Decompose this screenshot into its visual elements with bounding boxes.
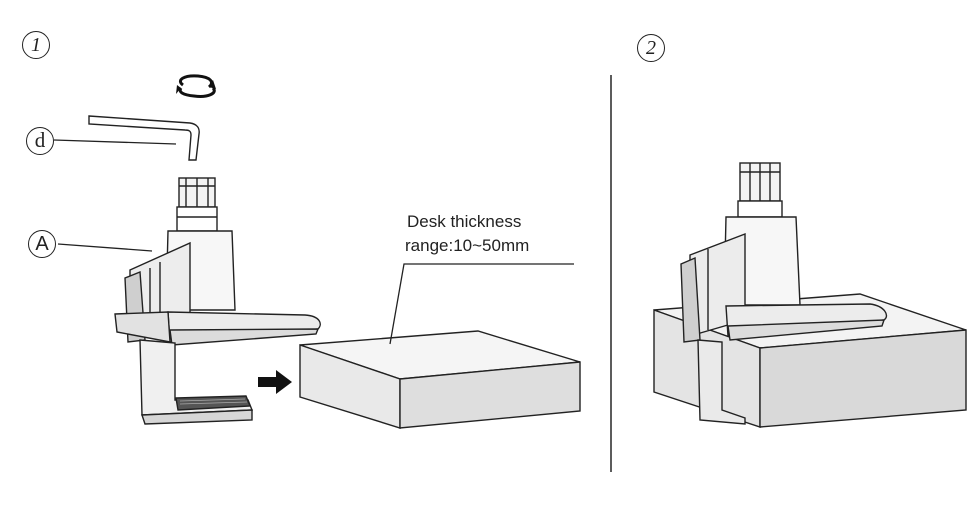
hex-key [88, 115, 200, 161]
step-1-number: 1 [22, 31, 50, 59]
desk-block-step1 [299, 330, 581, 429]
desk-thickness-label: Desk thickness [407, 212, 522, 231]
callout-a: A [28, 230, 56, 258]
step-2-number: 2 [637, 34, 665, 62]
insert-arrow [258, 370, 292, 394]
rotate-icon [176, 74, 216, 98]
clamp-step1 [114, 177, 321, 425]
clamp-step2 [680, 162, 888, 425]
desk-thickness-leader [389, 263, 574, 345]
callout-a-leader [57, 243, 153, 252]
callout-d-leader [53, 139, 177, 145]
desk-thickness-range: range:10~50mm [405, 236, 530, 255]
callout-d: d [26, 127, 54, 155]
